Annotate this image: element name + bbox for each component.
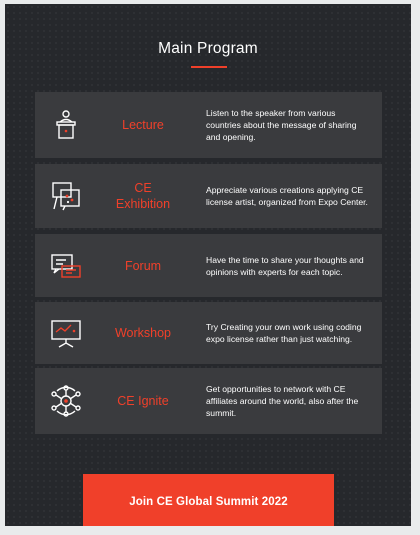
card-description: Try Creating your own work using coding … — [206, 322, 362, 344]
title-underline — [191, 66, 227, 68]
card-label: CE Ignite — [117, 394, 169, 408]
card-description: Listen to the speaker from various count… — [206, 108, 357, 142]
program-card-exhibition: CE Exhibition Appreciate various creatio… — [35, 164, 382, 228]
join-summit-button[interactable]: Join CE Global Summit 2022 — [83, 474, 334, 526]
card-description: Have the time to share your thoughts and… — [206, 254, 364, 277]
program-card-forum: Forum Have the time to share your though… — [35, 234, 382, 297]
network-icon — [48, 383, 84, 419]
workshop-board-icon — [48, 315, 84, 351]
section-title: Main Program — [158, 40, 258, 57]
card-label: Forum — [124, 258, 162, 273]
program-card-ignite: CE Ignite Get opportunities to network w… — [35, 368, 382, 434]
card-label: CE Exhibition — [115, 181, 171, 211]
lecture-podium-icon — [48, 107, 84, 143]
program-card-lecture: Lecture Listen to the speaker from vario… — [35, 92, 382, 158]
card-label: Workshop — [114, 326, 172, 340]
card-description: Appreciate various creations applying CE… — [206, 185, 368, 207]
card-description: Get opportunities to network with CE aff… — [206, 384, 359, 418]
card-label: Lecture — [122, 118, 164, 132]
exhibition-easel-icon — [48, 178, 84, 214]
main-program-panel: Main Program Lecture Listen to the speak… — [5, 4, 411, 526]
program-card-workshop: Workshop Try Creating your own work usin… — [35, 302, 382, 364]
forum-chat-icon — [48, 248, 84, 284]
